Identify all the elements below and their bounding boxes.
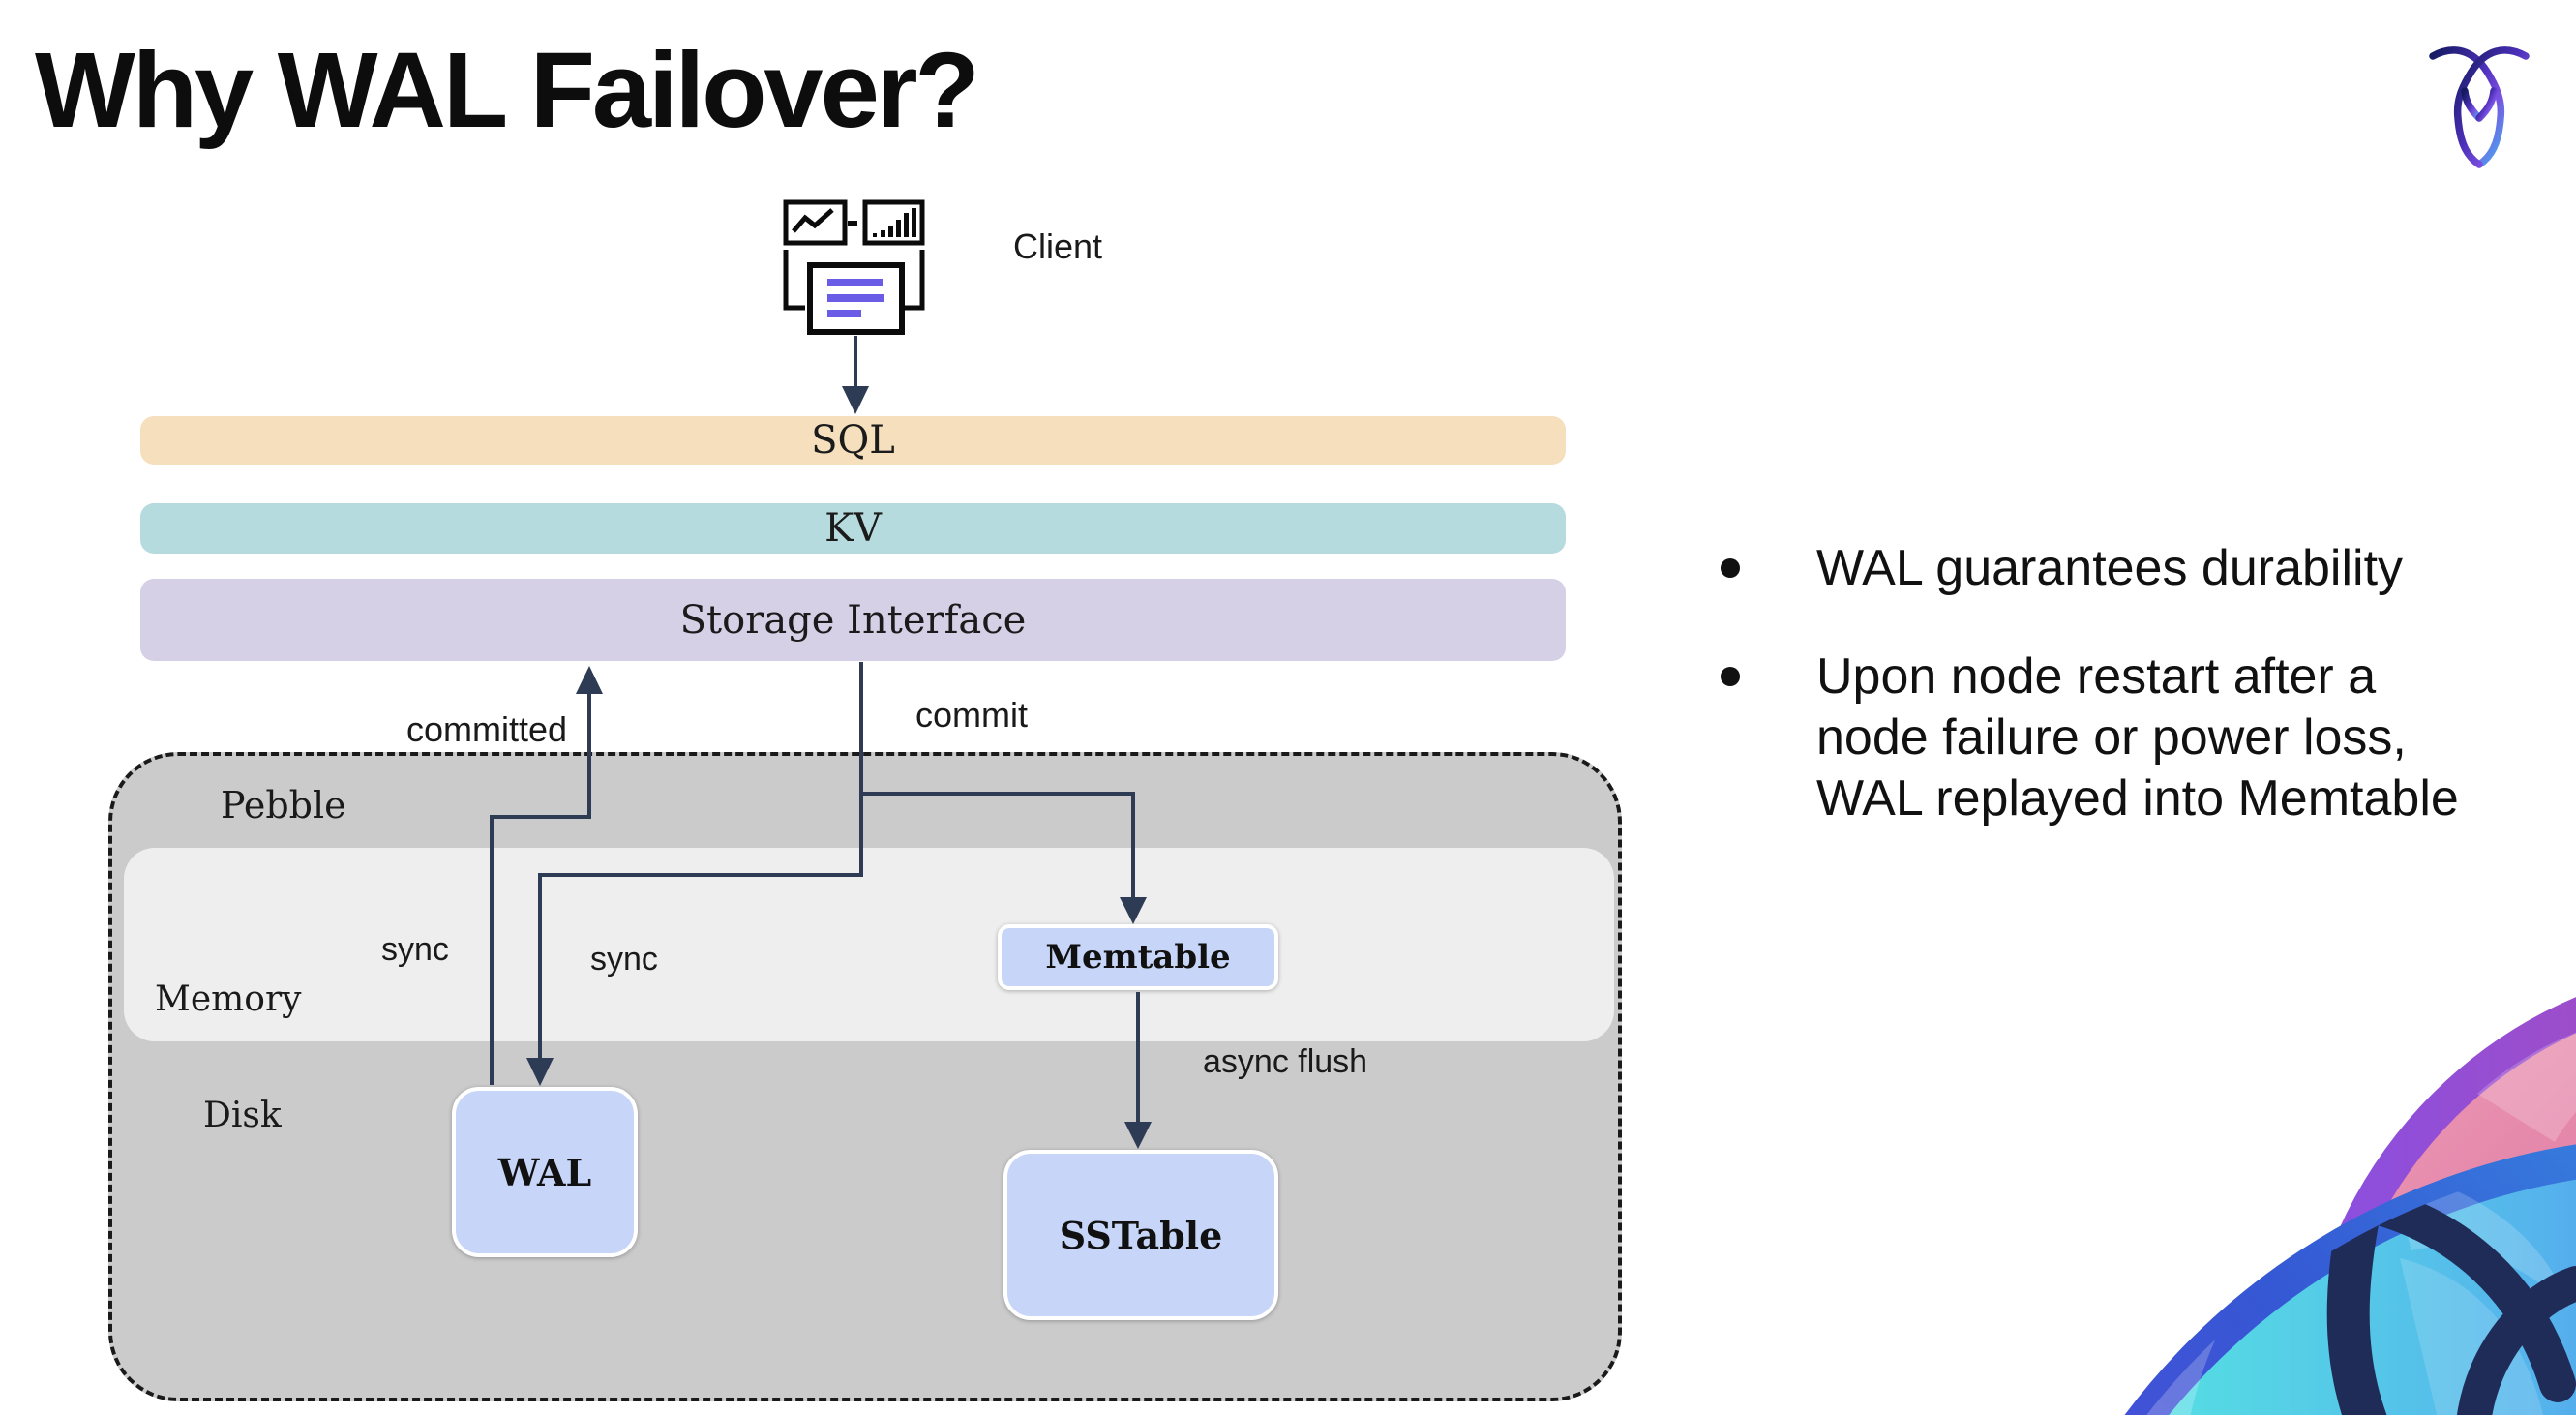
client-devices-icon bbox=[783, 199, 925, 335]
layer-bar-storage-label: Storage Interface bbox=[679, 597, 1027, 643]
pink-circle bbox=[2299, 997, 2576, 1415]
disk-label: Disk bbox=[203, 1096, 282, 1135]
bar-chart-icon bbox=[862, 199, 925, 246]
edge-label-sync-left: sync bbox=[381, 931, 449, 968]
edge-label-committed: committed bbox=[406, 709, 568, 749]
pebble-container bbox=[108, 752, 1622, 1401]
bullet-list: WAL guarantees durability Upon node rest… bbox=[1682, 538, 2572, 829]
edge-label-commit: commit bbox=[915, 695, 1028, 735]
page-title: Why WAL Failover? bbox=[35, 31, 980, 150]
arrowhead-committed bbox=[576, 666, 603, 694]
node-wal-label: WAL bbox=[497, 1150, 592, 1194]
terminal-brackets-icon bbox=[783, 250, 925, 311]
memory-label: Memory bbox=[155, 979, 302, 1019]
arrowhead-client bbox=[842, 386, 869, 414]
client-label: Client bbox=[1013, 226, 1103, 266]
node-sstable-label: SSTable bbox=[1059, 1213, 1223, 1257]
layer-bar-sql: SQL bbox=[140, 416, 1566, 465]
edge-label-sync-right: sync bbox=[590, 941, 658, 978]
bullet-item: Upon node restart after a node failure o… bbox=[1682, 647, 2572, 829]
dash-separator bbox=[848, 221, 857, 226]
layer-bar-storage-interface: Storage Interface bbox=[140, 579, 1566, 661]
edge-label-async-flush: async flush bbox=[1203, 1043, 1368, 1080]
node-memtable: Memtable bbox=[998, 924, 1278, 990]
layer-bar-sql-label: SQL bbox=[811, 418, 895, 463]
node-wal: WAL bbox=[452, 1087, 638, 1257]
document-icon bbox=[807, 262, 905, 335]
memory-region bbox=[124, 848, 1614, 1041]
blue-circle bbox=[2081, 1144, 2576, 1415]
line-chart-icon bbox=[783, 199, 848, 246]
layer-bar-kv: KV bbox=[140, 503, 1566, 554]
pebble-label: Pebble bbox=[221, 784, 346, 827]
node-memtable-label: Memtable bbox=[1045, 938, 1231, 977]
bullet-item: WAL guarantees durability bbox=[1682, 538, 2572, 599]
cockroachdb-logo-icon bbox=[2429, 46, 2530, 168]
node-sstable: SSTable bbox=[1003, 1150, 1278, 1320]
layer-bar-kv-label: KV bbox=[824, 506, 882, 551]
